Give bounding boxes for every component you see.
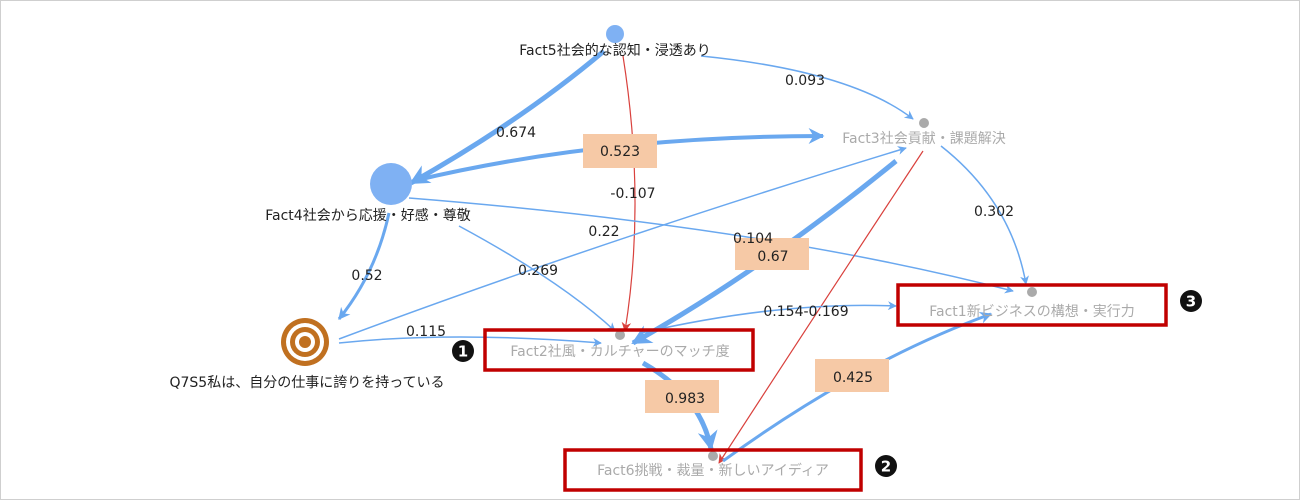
edge-label: 0.302 xyxy=(974,204,1014,220)
node-fact2-dot[interactable] xyxy=(615,330,625,340)
highlight-box-fact2 xyxy=(483,328,755,372)
edge-label: 0.104 xyxy=(733,231,773,247)
label-bg xyxy=(583,134,657,168)
node-fact3-label: Fact3社会貢献・課題解決 xyxy=(842,131,1005,147)
edge-f2-f1[interactable] xyxy=(640,301,897,334)
edge-label: 0.52 xyxy=(351,268,382,284)
node-fact2-label: Fact2社風・カルチャーのマッチ度 xyxy=(510,344,729,360)
node-fact1-label: Fact1新ビジネスの構想・実行力 xyxy=(929,304,1134,320)
marker-1: 1 xyxy=(452,340,474,362)
node-fact6-label: Fact6挑戦・裁量・新しいアイディア xyxy=(597,462,829,479)
svg-text:3: 3 xyxy=(1186,293,1196,311)
node-q7s5-label: Q7S5私は、自分の仕事に誇りを持っている xyxy=(169,375,444,391)
label-bg xyxy=(645,380,719,413)
node-fact4-circle[interactable] xyxy=(370,163,412,205)
edge-f4-f2[interactable] xyxy=(458,225,616,332)
edge-label: 0.154-0.169 xyxy=(763,304,848,320)
edge-f5-f4[interactable] xyxy=(409,49,606,186)
edge-f3-f1[interactable] xyxy=(940,145,1029,285)
highlight-box-fact1 xyxy=(896,283,1168,327)
edge-label: 0.674 xyxy=(496,125,536,141)
edge-q7-f2[interactable] xyxy=(338,336,602,347)
edge-f4-q7[interactable] xyxy=(337,212,391,320)
node-fact4-label: Fact4社会から応援・好感・尊敬 xyxy=(265,207,470,224)
edge-f4-f1[interactable] xyxy=(408,197,1014,294)
highlight-box-fact6 xyxy=(563,448,863,492)
label-bg xyxy=(735,238,809,270)
node-q7s5-target-icon[interactable] xyxy=(281,318,329,366)
edge-label: 0.425 xyxy=(833,370,873,386)
label-bg xyxy=(815,359,889,392)
node-fact1-dot[interactable] xyxy=(1027,287,1037,297)
edge-label: 0.269 xyxy=(518,263,558,279)
svg-text:1: 1 xyxy=(458,343,468,361)
edge-f5-f2[interactable] xyxy=(621,55,636,332)
node-fact3-dot[interactable] xyxy=(919,118,929,128)
edge-label: -0.107 xyxy=(610,186,655,202)
edge-q7-f3[interactable] xyxy=(338,146,907,340)
edge-label: 0.093 xyxy=(785,73,825,89)
svg-text:2: 2 xyxy=(881,458,891,476)
edge-label: 0.983 xyxy=(665,391,705,407)
edge-label: 0.115 xyxy=(406,324,446,340)
node-fact5-label: Fact5社会的な認知・浸透あり xyxy=(519,42,710,59)
marker-3: 3 xyxy=(1180,290,1202,312)
edge-f5-f3[interactable] xyxy=(700,55,914,120)
node-fact5-circle[interactable] xyxy=(606,25,624,43)
edge-label: 0.22 xyxy=(588,224,619,240)
edge-label: 0.67 xyxy=(757,249,788,265)
edge-f3-f6[interactable] xyxy=(718,150,924,464)
edge-label: 0.523 xyxy=(600,144,640,160)
marker-2: 2 xyxy=(875,455,897,477)
node-fact6-dot[interactable] xyxy=(708,451,718,461)
